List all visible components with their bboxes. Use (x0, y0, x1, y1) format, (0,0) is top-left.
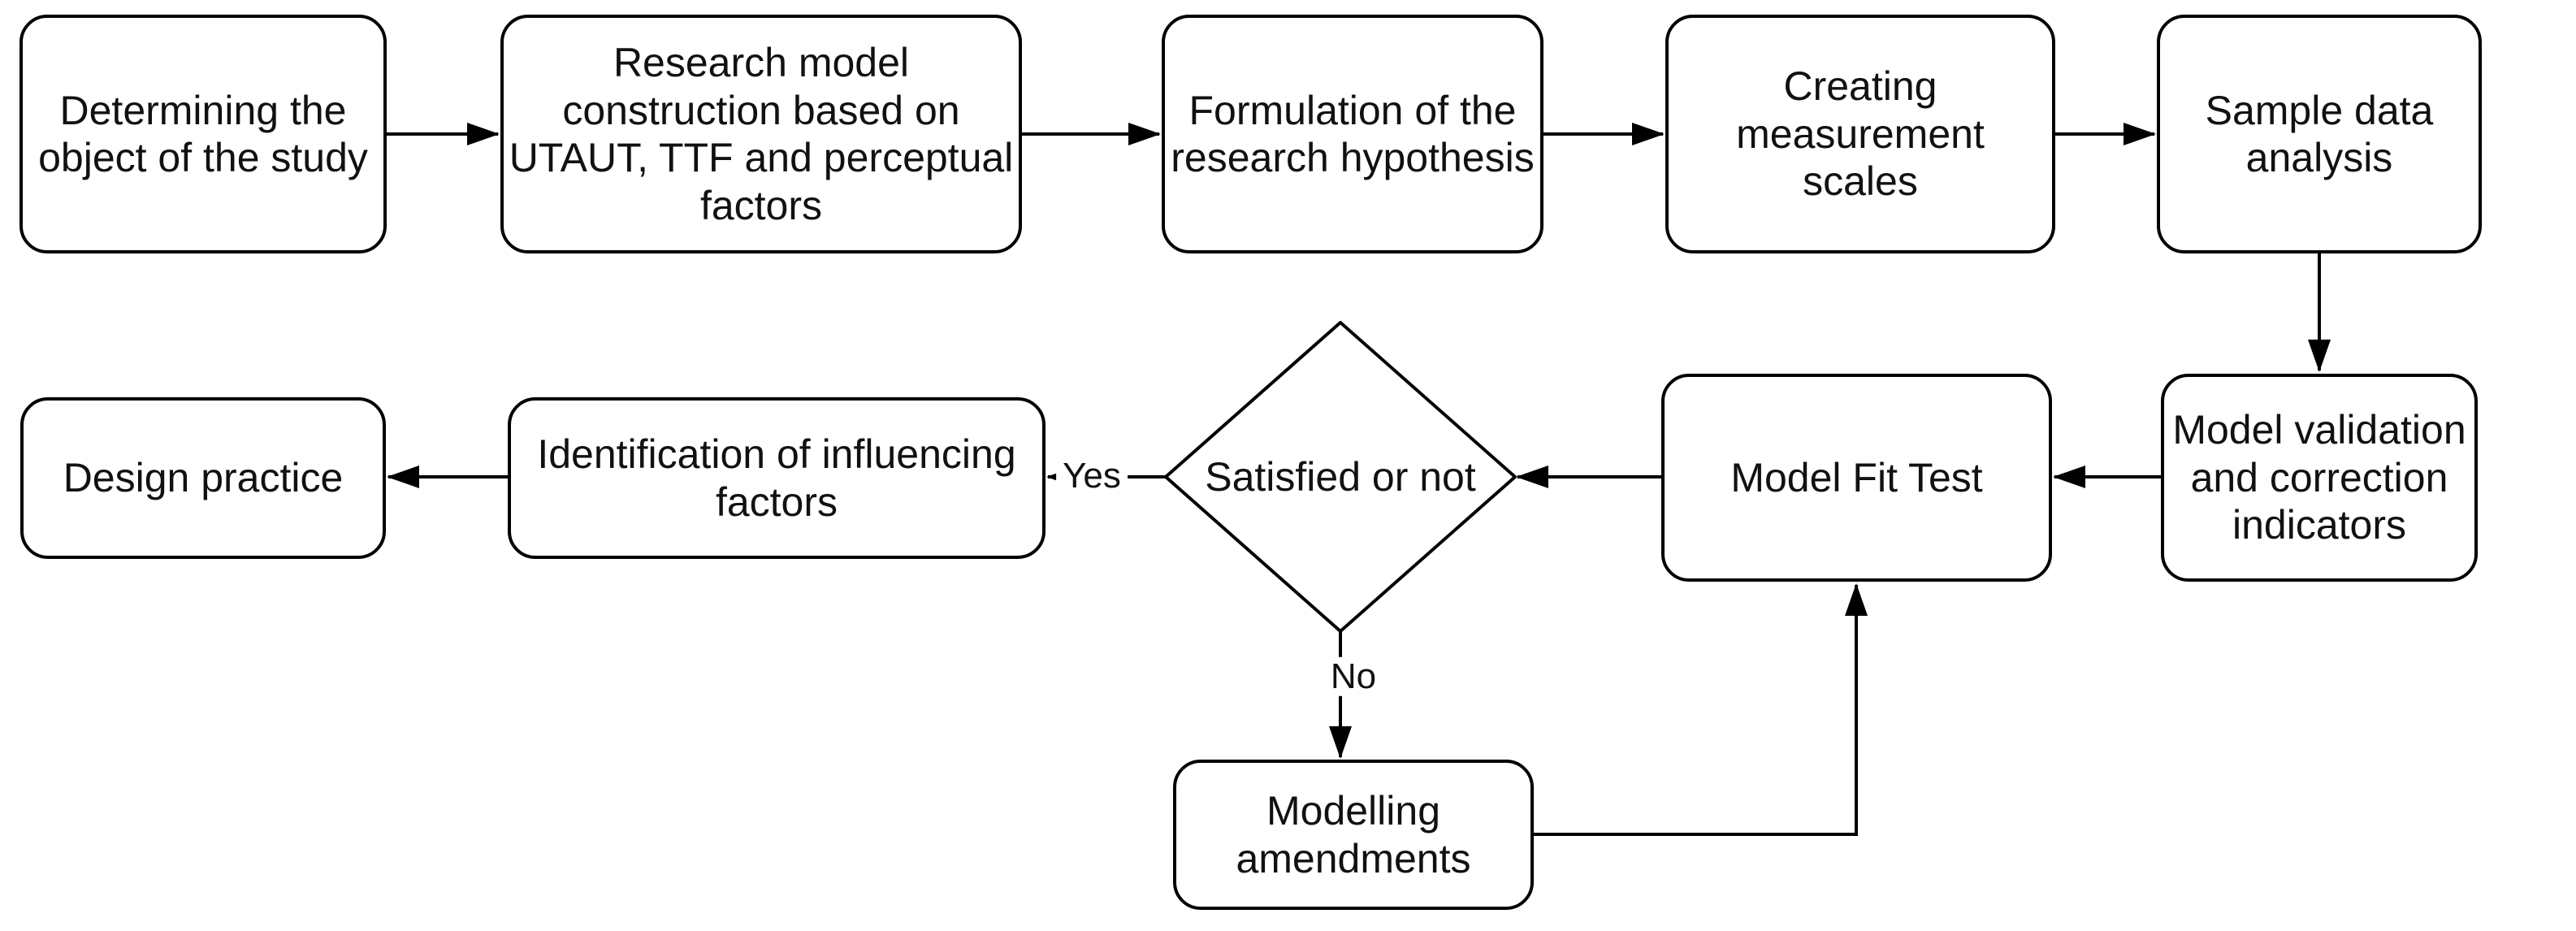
node-creating-measurement-scales: Creating measurement scales (1665, 15, 2055, 253)
node-modelling-amendments: Modelling amendments (1173, 760, 1534, 910)
node-identification-influencing-factors: Identification of influencing factors (508, 397, 1046, 559)
node-sample-data-analysis: Sample data analysis (2157, 15, 2482, 253)
decision-diamond-shape (1164, 321, 1517, 633)
node-formulation-hypothesis: Formulation of the research hypothesis (1162, 15, 1543, 253)
node-model-fit-test: Model Fit Test (1661, 374, 2052, 582)
node-design-practice: Design practice (20, 397, 386, 559)
node-model-validation-indicators: Model validation and correction indicato… (2161, 374, 2478, 582)
edge-label-no: No (1323, 656, 1383, 697)
node-determining-object: Determining the object of the study (19, 15, 387, 253)
edge-label-yes: Yes (1056, 456, 1128, 496)
node-research-model-construction: Research model construction based on UTA… (500, 15, 1022, 253)
arrow-modelling-amendments-to-model-fit (1534, 583, 1868, 836)
